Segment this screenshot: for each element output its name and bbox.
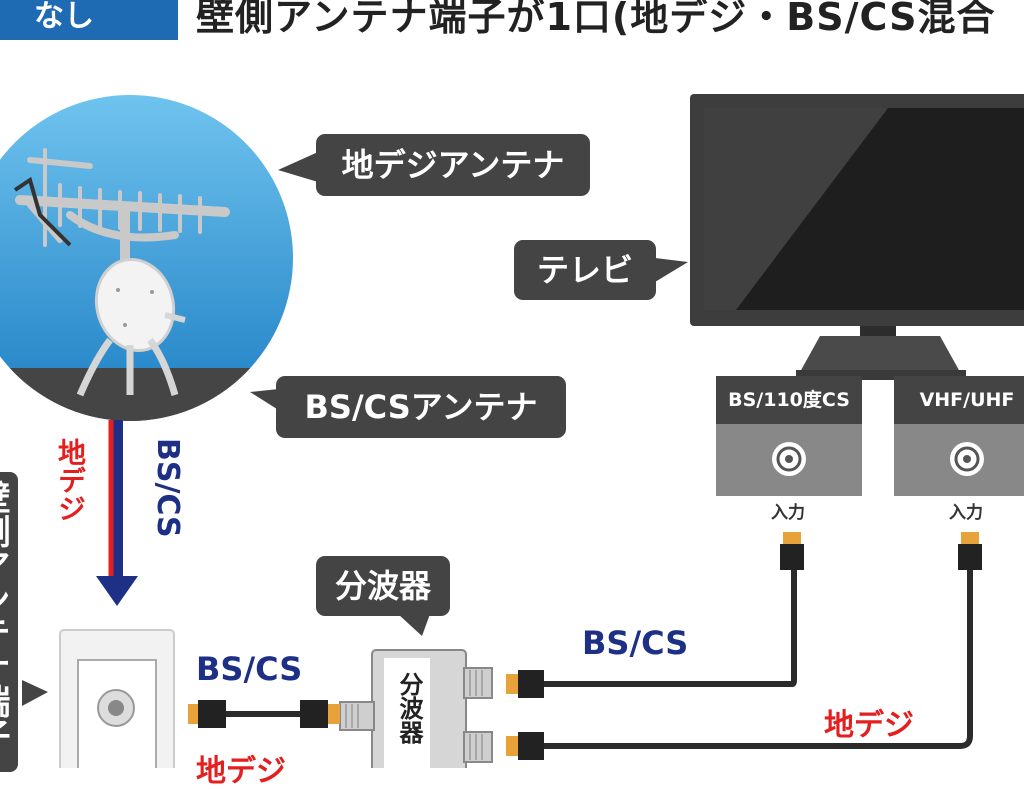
callout-tail xyxy=(278,152,318,182)
callout-splitter: 分波器 xyxy=(316,556,450,616)
callout-tail xyxy=(655,258,688,282)
cable-label-out-terrestrial: 地デジ xyxy=(824,708,914,743)
splitter-plug-bs xyxy=(506,670,544,698)
callout-tv: テレビ xyxy=(514,240,656,300)
side-banner-label: 壁側アンテナ端子 xyxy=(0,480,10,752)
cable-terrestrial-out xyxy=(540,570,973,749)
arrow-label-bs-cs: BS/CS xyxy=(150,438,185,538)
tv-port-uhf-input: 入力 xyxy=(949,503,983,523)
page-title: 壁側アンテナ端子が1口(地デジ・BS/CS混合 xyxy=(196,0,996,39)
splitter-body-label: 分波器 xyxy=(395,672,423,744)
cable-label-wall-terrestrial: 地デジ xyxy=(196,754,286,789)
cable-label-out-bs-cs: BS/CS xyxy=(582,624,689,662)
callout-terrestrial-antenna: 地デジアンテナ xyxy=(316,134,590,196)
side-banner xyxy=(0,472,18,772)
bs-cs-dish-icon xyxy=(76,257,186,397)
tv-plug-bs xyxy=(780,532,804,570)
callout-bs-cs-antenna: BS/CSアンテナ xyxy=(276,376,566,438)
callout-tail xyxy=(22,680,48,706)
signal-arrow xyxy=(96,420,138,606)
tv-port-uhf-label: VHF/UHF xyxy=(894,376,1024,424)
cable-wall-to-splitter xyxy=(188,700,340,728)
tv-plug-uhf xyxy=(958,532,982,570)
header-tag: なし xyxy=(0,0,178,40)
splitter-device xyxy=(339,649,493,768)
tv-port-bs-input: 入力 xyxy=(771,503,805,523)
wall-outlet xyxy=(59,629,175,768)
splitter-plug-terrestrial xyxy=(506,732,544,760)
antenna-scene xyxy=(0,95,293,421)
cable-label-wall-bs-cs: BS/CS xyxy=(196,650,303,688)
callout-tail xyxy=(398,614,430,636)
arrow-label-terrestrial: 地デジ xyxy=(54,438,87,522)
tv-icon xyxy=(690,94,1024,380)
tv-port-bs-label: BS/110度CS xyxy=(716,376,862,424)
cable-bs-cs-out xyxy=(540,570,797,687)
